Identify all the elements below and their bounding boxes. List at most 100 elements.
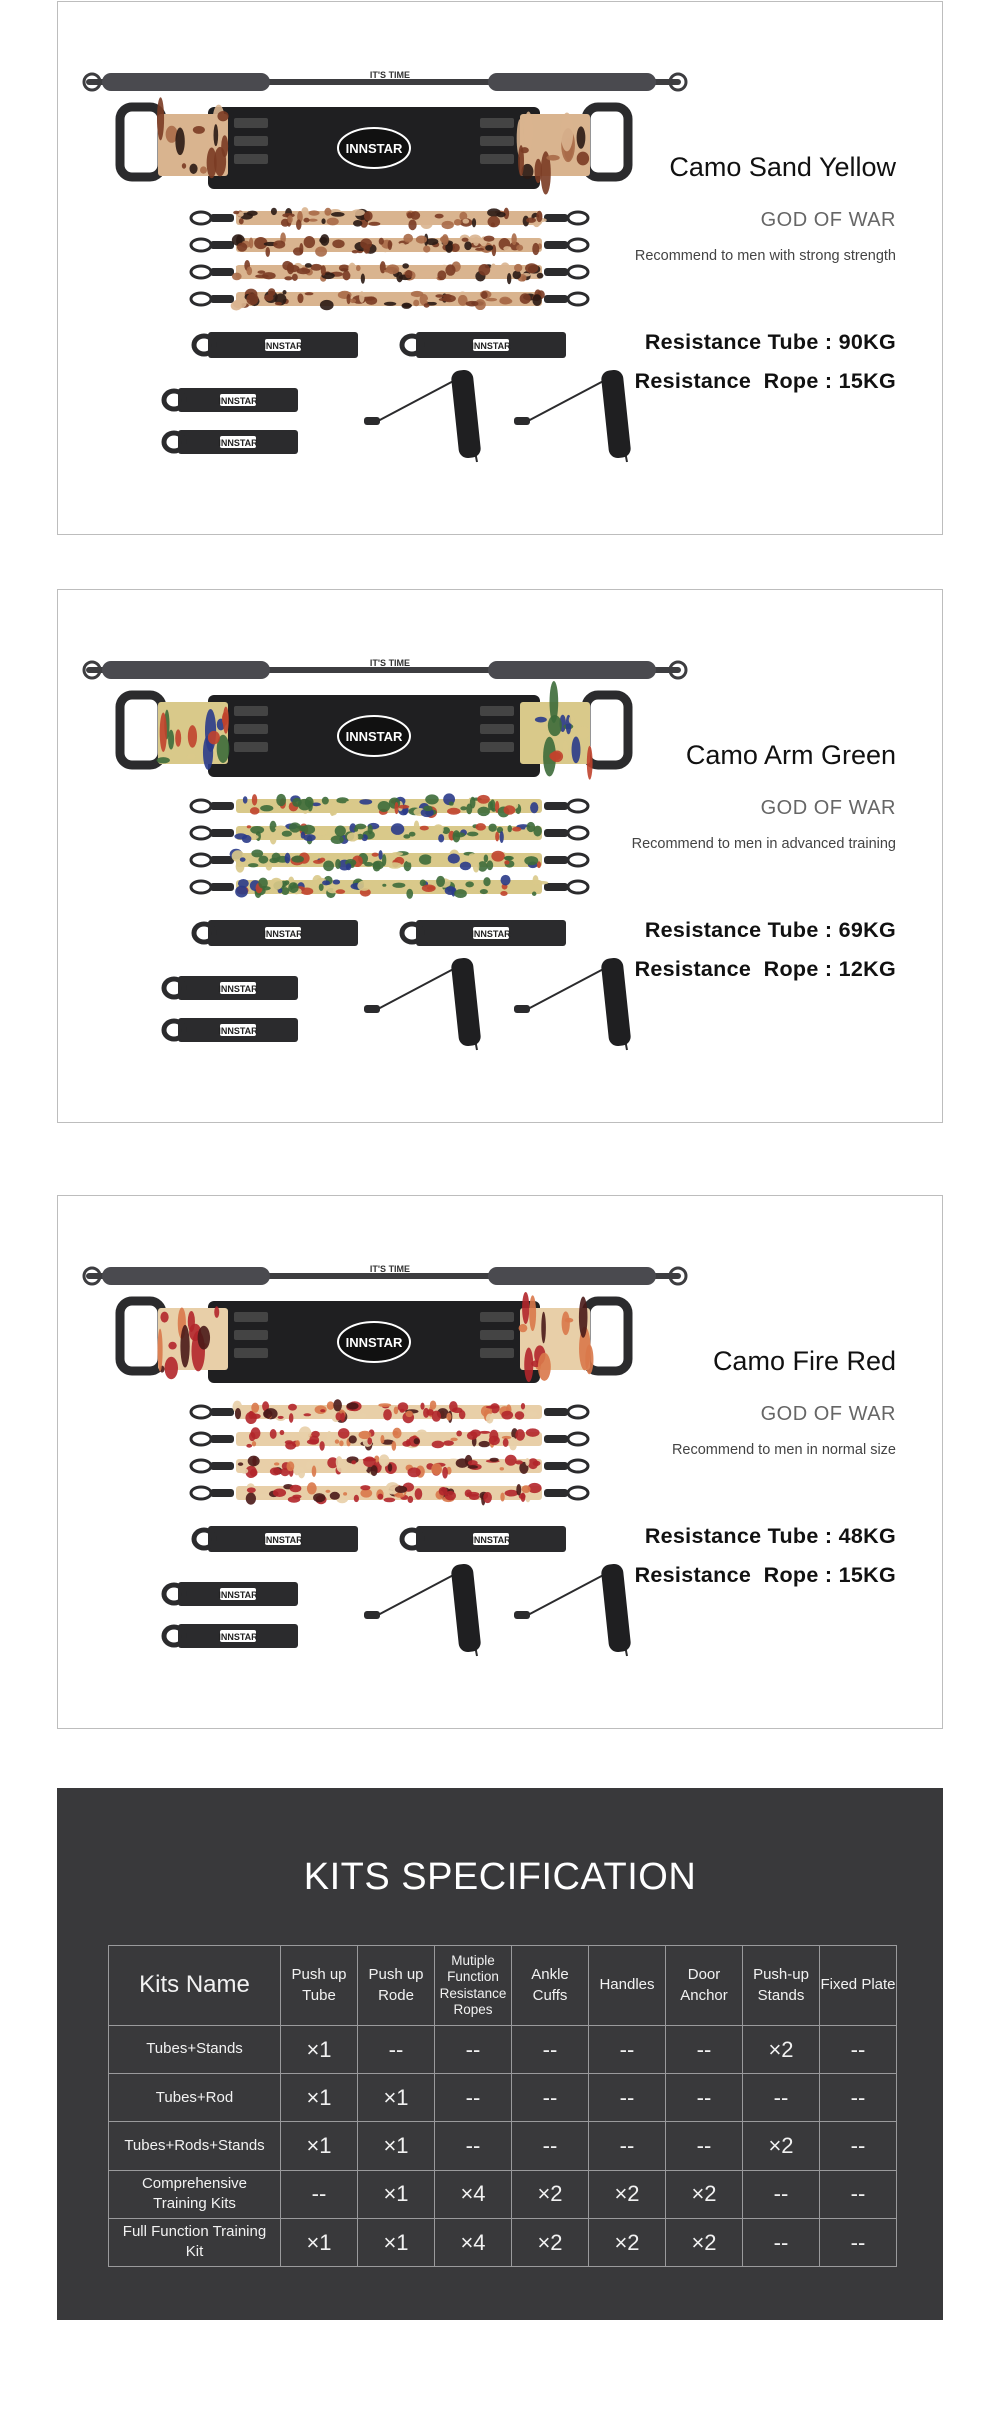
kit-quantity-cell: ×2 [665,2169,743,2219]
table-row: Tubes+Rod×1×1------------ [108,2073,897,2123]
header-ankle-cuffs: Ankle Cuffs [511,1945,589,2026]
kit-name-cell: Comprehensive Training Kits [108,2169,281,2219]
svg-text:INNSTAR: INNSTAR [218,396,258,406]
kit-quantity-cell: ×1 [357,2217,435,2268]
resistance-rope-spec: Resistance Rope : 15KG [634,369,896,393]
product-series: GOD OF WAR [760,1403,896,1425]
svg-text:INNSTAR: INNSTAR [263,1535,303,1545]
product-series: GOD OF WAR [760,209,896,231]
product-recommendation: Recommend to men with strong strength [634,248,896,264]
kit-quantity-cell: -- [665,2073,743,2123]
header-resistance-ropes: Mutiple Function Resistance Ropes [434,1945,512,2026]
resistance-tube-spec: Resistance Tube : 48KG [644,1524,896,1548]
product-illustration: IT'S TIME INNSTAR INNSTAR INNSTAR INNSTAR INN… [82,70,688,463]
kits-specification-section: KITS SPECIFICATION Kits Name Push up Tub… [57,1788,943,2320]
resistance-tube-spec: Resistance Tube : 69KG [644,918,896,942]
svg-text:IT'S TIME: IT'S TIME [370,658,410,668]
kit-quantity-cell: -- [434,2121,512,2171]
svg-text:INNSTAR: INNSTAR [218,984,258,994]
svg-text:INNSTAR: INNSTAR [471,341,511,351]
kit-quantity-cell: -- [819,2217,897,2268]
svg-text:INNSTAR: INNSTAR [218,1632,258,1642]
svg-text:INNSTAR: INNSTAR [471,1535,511,1545]
header-push-up-stands: Push-up Stands [742,1945,820,2026]
svg-text:INNSTAR: INNSTAR [263,929,303,939]
kit-quantity-cell: ×2 [588,2217,666,2268]
svg-text:INNSTAR: INNSTAR [218,1590,258,1600]
kit-name-cell: Full Function Training Kit [108,2217,281,2268]
kit-quantity-cell: -- [665,2024,743,2075]
table-row: Tubes+Stands×1----------×2-- [108,2024,897,2075]
kits-title: KITS SPECIFICATION [303,1856,697,1898]
svg-text:IT'S TIME: IT'S TIME [370,70,410,80]
svg-text:INNSTAR: INNSTAR [346,729,403,744]
header-push-up-rode: Push up Rode [357,1945,435,2026]
kit-name-cell: Tubes+Stands [108,2024,281,2075]
resistance-rope-spec: Resistance Rope : 12KG [634,957,896,981]
kit-name-cell: Tubes+Rods+Stands [108,2121,281,2171]
svg-text:INNSTAR: INNSTAR [471,929,511,939]
kit-quantity-cell: ×4 [434,2217,512,2268]
product-recommendation: Recommend to men in advanced training [631,836,896,852]
kit-quantity-cell: -- [742,2169,820,2219]
product-illustration: IT'S TIME INNSTAR INNSTAR INNSTAR INNSTAR INN… [82,658,688,1051]
kit-quantity-cell: -- [588,2073,666,2123]
kit-name-cell: Tubes+Rod [108,2073,281,2123]
kit-quantity-cell: ×1 [280,2073,358,2123]
kit-quantity-cell: ×1 [280,2121,358,2171]
kit-quantity-cell: ×2 [742,2121,820,2171]
kit-quantity-cell: -- [742,2073,820,2123]
product-color-name: Camo Sand Yellow [669,152,896,182]
svg-text:IT'S TIME: IT'S TIME [370,1264,410,1274]
kit-quantity-cell: -- [511,2024,589,2075]
kit-quantity-cell: -- [819,2024,897,2075]
kit-quantity-cell: -- [742,2217,820,2268]
kit-quantity-cell: ×1 [357,2121,435,2171]
kit-quantity-cell: ×2 [511,2169,589,2219]
product-color-name: Camo Arm Green [685,740,896,770]
svg-text:INNSTAR: INNSTAR [218,1026,258,1036]
table-header-row: Kits Name Push up Tube Push up Rode Muti… [108,1945,897,2026]
kit-quantity-cell: -- [357,2024,435,2075]
kit-quantity-cell: ×1 [280,2217,358,2268]
kit-quantity-cell: ×2 [511,2217,589,2268]
kit-quantity-cell: ×1 [357,2169,435,2219]
kit-quantity-cell: ×2 [588,2169,666,2219]
kits-spec-table: Kits Name Push up Tube Push up Rode Muti… [108,1945,897,2268]
svg-text:INNSTAR: INNSTAR [263,341,303,351]
product-panel: IT'S TIME INNSTAR INNSTAR INNSTAR INNSTAR INN… [57,589,943,1123]
kit-quantity-cell: -- [434,2024,512,2075]
kit-quantity-cell: -- [588,2024,666,2075]
kit-quantity-cell: ×1 [280,2024,358,2075]
header-push-up-tube: Push up Tube [280,1945,358,2026]
kit-quantity-cell: -- [280,2169,358,2219]
kit-quantity-cell: ×4 [434,2169,512,2219]
table-row: Comprehensive Training Kits--×1×4×2×2×2-… [108,2169,897,2219]
kit-quantity-cell: -- [819,2073,897,2123]
product-panel: IT'S TIME INNSTAR INNSTAR INNSTAR INNSTAR INN… [57,1195,943,1729]
kit-quantity-cell: ×1 [357,2073,435,2123]
header-kits-name: Kits Name [108,1945,281,2026]
product-illustration: IT'S TIME INNSTAR INNSTAR INNSTAR INNSTAR INN… [82,1264,688,1657]
kit-quantity-cell: -- [434,2073,512,2123]
header-door-anchor: Door Anchor [665,1945,743,2026]
table-row: Tubes+Rods+Stands×1×1--------×2-- [108,2121,897,2171]
kit-quantity-cell: -- [511,2121,589,2171]
kit-quantity-cell: ×2 [665,2217,743,2268]
table-row: Full Function Training Kit×1×1×4×2×2×2--… [108,2217,897,2268]
kit-quantity-cell: -- [588,2121,666,2171]
kit-quantity-cell: -- [665,2121,743,2171]
svg-text:INNSTAR: INNSTAR [346,141,403,156]
resistance-tube-spec: Resistance Tube : 90KG [644,330,896,354]
product-series: GOD OF WAR [760,797,896,819]
kit-quantity-cell: -- [511,2073,589,2123]
header-fixed-plate: Fixed Plate [819,1945,897,2026]
kit-quantity-cell: -- [819,2121,897,2171]
svg-text:INNSTAR: INNSTAR [218,438,258,448]
product-recommendation: Recommend to men in normal size [671,1442,896,1458]
kit-quantity-cell: -- [819,2169,897,2219]
product-panel: IT'S TIME INNSTAR INNSTAR INNSTAR INNSTAR INN… [57,1,943,535]
product-color-name: Camo Fire Red [712,1346,896,1376]
kit-quantity-cell: ×2 [742,2024,820,2075]
svg-text:INNSTAR: INNSTAR [346,1335,403,1350]
